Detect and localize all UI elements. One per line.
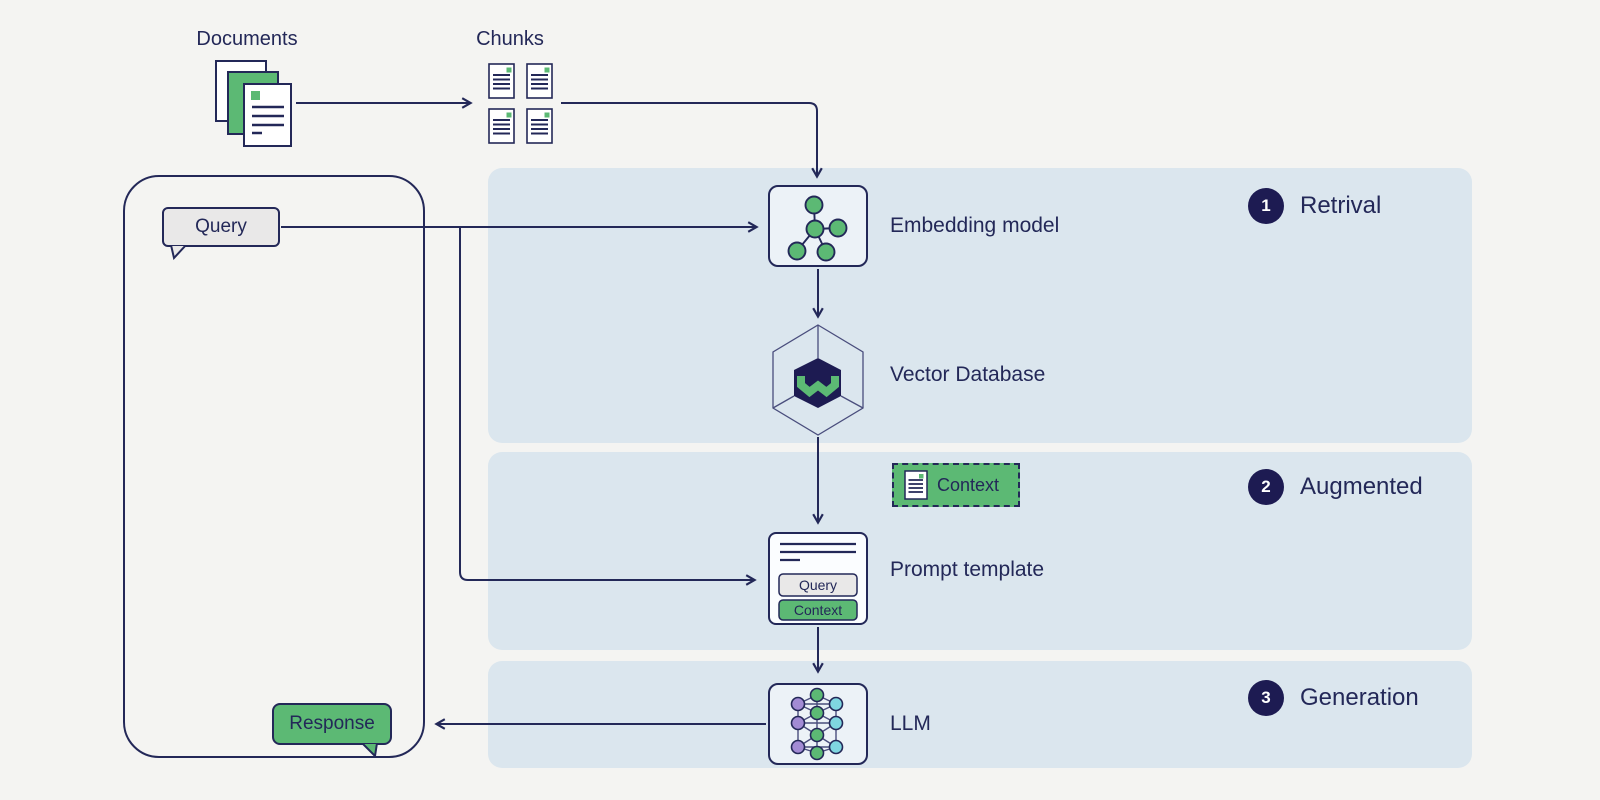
- context-document-icon: [904, 470, 928, 500]
- stage-2-badge: 2: [1248, 469, 1284, 505]
- stage-3-label: Generation: [1300, 684, 1419, 711]
- context-chip-label: Context: [937, 474, 1000, 495]
- llm-node: [768, 683, 868, 765]
- embedding-model-node: [768, 185, 868, 267]
- stage-1-badge: 1: [1248, 188, 1284, 224]
- chunks-label: Chunks: [476, 28, 544, 50]
- stage-2-label: Augmented: [1300, 473, 1423, 500]
- response-bubble: Response: [272, 703, 392, 745]
- query-bubble: Query: [162, 207, 280, 247]
- vector-database-icon: [772, 324, 864, 436]
- chunk-document-icon: [526, 63, 553, 99]
- stage-retrieval: 1 Retrival: [1248, 188, 1381, 224]
- vector-database-label: Vector Database: [890, 363, 1046, 386]
- arrow-chunks-to-embedding: [561, 102, 823, 179]
- llm-network-icon: [790, 687, 844, 761]
- documents-stack-icon: [215, 60, 292, 147]
- stage-augmented: 2 Augmented: [1248, 469, 1423, 505]
- chat-session-container: [123, 175, 425, 758]
- prompt-context-slot: [778, 599, 858, 621]
- prompt-query-slot: [778, 573, 858, 597]
- stage-generation: 3 Generation: [1248, 680, 1419, 716]
- stage-3-badge: 3: [1248, 680, 1284, 716]
- prompt-template-label: Prompt template: [890, 558, 1045, 581]
- response-bubble-text: Response: [289, 713, 375, 734]
- query-bubble-tail: [170, 245, 188, 260]
- prompt-query-slot-label: Query: [799, 577, 837, 593]
- embedding-network-icon: [787, 195, 848, 262]
- prompt-template-node: Query Context: [768, 532, 868, 625]
- generation-stage-panel: [488, 661, 1472, 768]
- chunk-document-icon: [488, 63, 515, 99]
- prompt-context-slot-label: Context: [794, 602, 842, 618]
- query-bubble-text: Query: [195, 216, 247, 237]
- chunk-document-icon: [526, 108, 553, 144]
- response-bubble-tail: [360, 743, 378, 758]
- llm-label: LLM: [890, 712, 931, 735]
- prompt-template-content: Query Context: [778, 542, 858, 621]
- embedding-model-label: Embedding model: [890, 214, 1060, 237]
- chunks-grid: [488, 63, 554, 145]
- stage-1-label: Retrival: [1300, 192, 1382, 219]
- context-chip: Context: [892, 463, 1020, 507]
- documents-label: Documents: [196, 28, 298, 50]
- chunk-document-icon: [488, 108, 515, 144]
